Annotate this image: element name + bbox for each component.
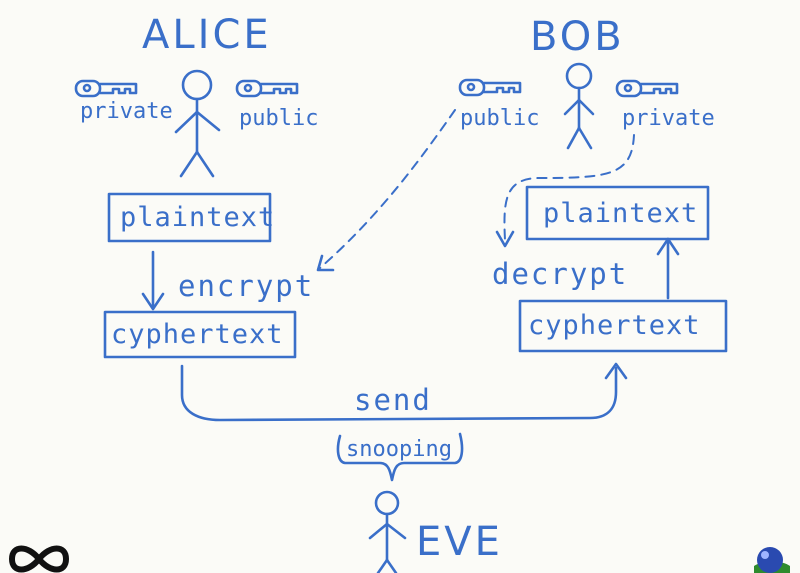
eve-name: EVE [416, 519, 503, 565]
bob-private-key-to-decrypt-arrow [495, 134, 635, 248]
send-label: send [354, 383, 432, 417]
sphere-logo-icon [754, 547, 790, 573]
bob-plaintext-box [525, 185, 710, 241]
encrypt-arrow [141, 250, 165, 311]
bob-private-key-icon [615, 79, 679, 98]
bob-public-key-icon [458, 78, 522, 97]
bob-private-label: private [622, 106, 715, 131]
bob-plaintext-label: plaintext [543, 198, 698, 229]
alice-public-label: public [239, 106, 318, 131]
alice-ciphertext-box [103, 310, 297, 359]
eve-figure-icon [368, 490, 407, 573]
alice-public-key-icon [235, 79, 299, 98]
alice-private-label: private [80, 99, 173, 124]
infinity-logo-icon [8, 545, 70, 573]
alice-ciphertext-label: cyphertext [111, 319, 284, 350]
bob-figure-icon [563, 62, 595, 150]
snooping-brace [336, 432, 464, 482]
bob-ciphertext-label: cyphertext [528, 310, 701, 341]
bob-ciphertext-box [518, 299, 728, 353]
bob-name: BOB [530, 14, 625, 60]
alice-private-key-icon [74, 79, 138, 98]
encrypt-label: encrypt [178, 269, 314, 303]
alice-figure-icon [174, 69, 221, 178]
alice-plaintext-box [107, 192, 272, 243]
alice-plaintext-label: plaintext [120, 202, 275, 233]
bob-public-key-to-encrypt-arrow [316, 109, 456, 272]
snooping-label: snooping [346, 437, 452, 462]
send-channel-line [180, 362, 628, 422]
decrypt-arrow [656, 237, 680, 300]
decrypt-label: decrypt [492, 257, 628, 291]
alice-name: ALICE [142, 12, 272, 58]
bob-public-label: public [460, 106, 539, 131]
